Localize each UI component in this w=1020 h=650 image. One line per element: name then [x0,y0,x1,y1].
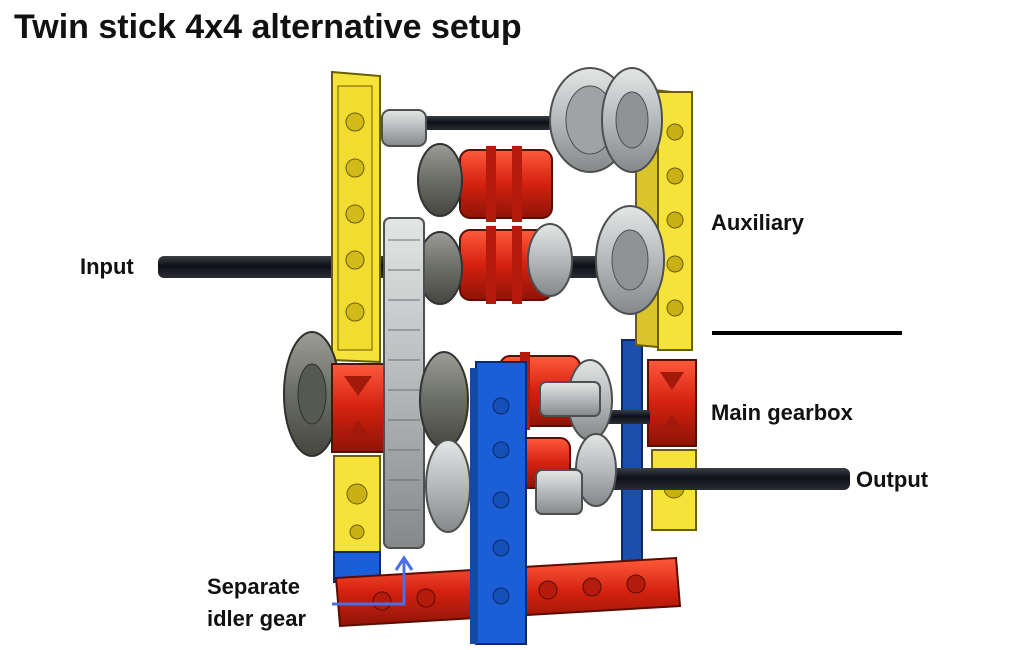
label-input: Input [80,254,134,279]
left-dark-gear [283,331,341,457]
front-blue-beam [470,361,527,645]
left-lower-yellow-beam [333,455,381,553]
auxiliary-gears [381,67,665,315]
separate-idler-gear [383,217,425,549]
left-red-connector [331,363,385,453]
label-idler-line2: idler gear [207,606,307,631]
main-gearbox-gears [419,351,617,533]
label-idler-line1: Separate [207,574,300,599]
label-auxiliary: Auxiliary [711,210,804,235]
label-output: Output [856,467,929,492]
diagram-title: Twin stick 4x4 alternative setup [14,8,522,46]
right-red-connector [647,359,697,447]
label-main-gearbox: Main gearbox [711,400,853,425]
idler-pointer-arrow [332,555,414,606]
left-yellow-beam [331,70,381,364]
output-axle [560,468,850,490]
